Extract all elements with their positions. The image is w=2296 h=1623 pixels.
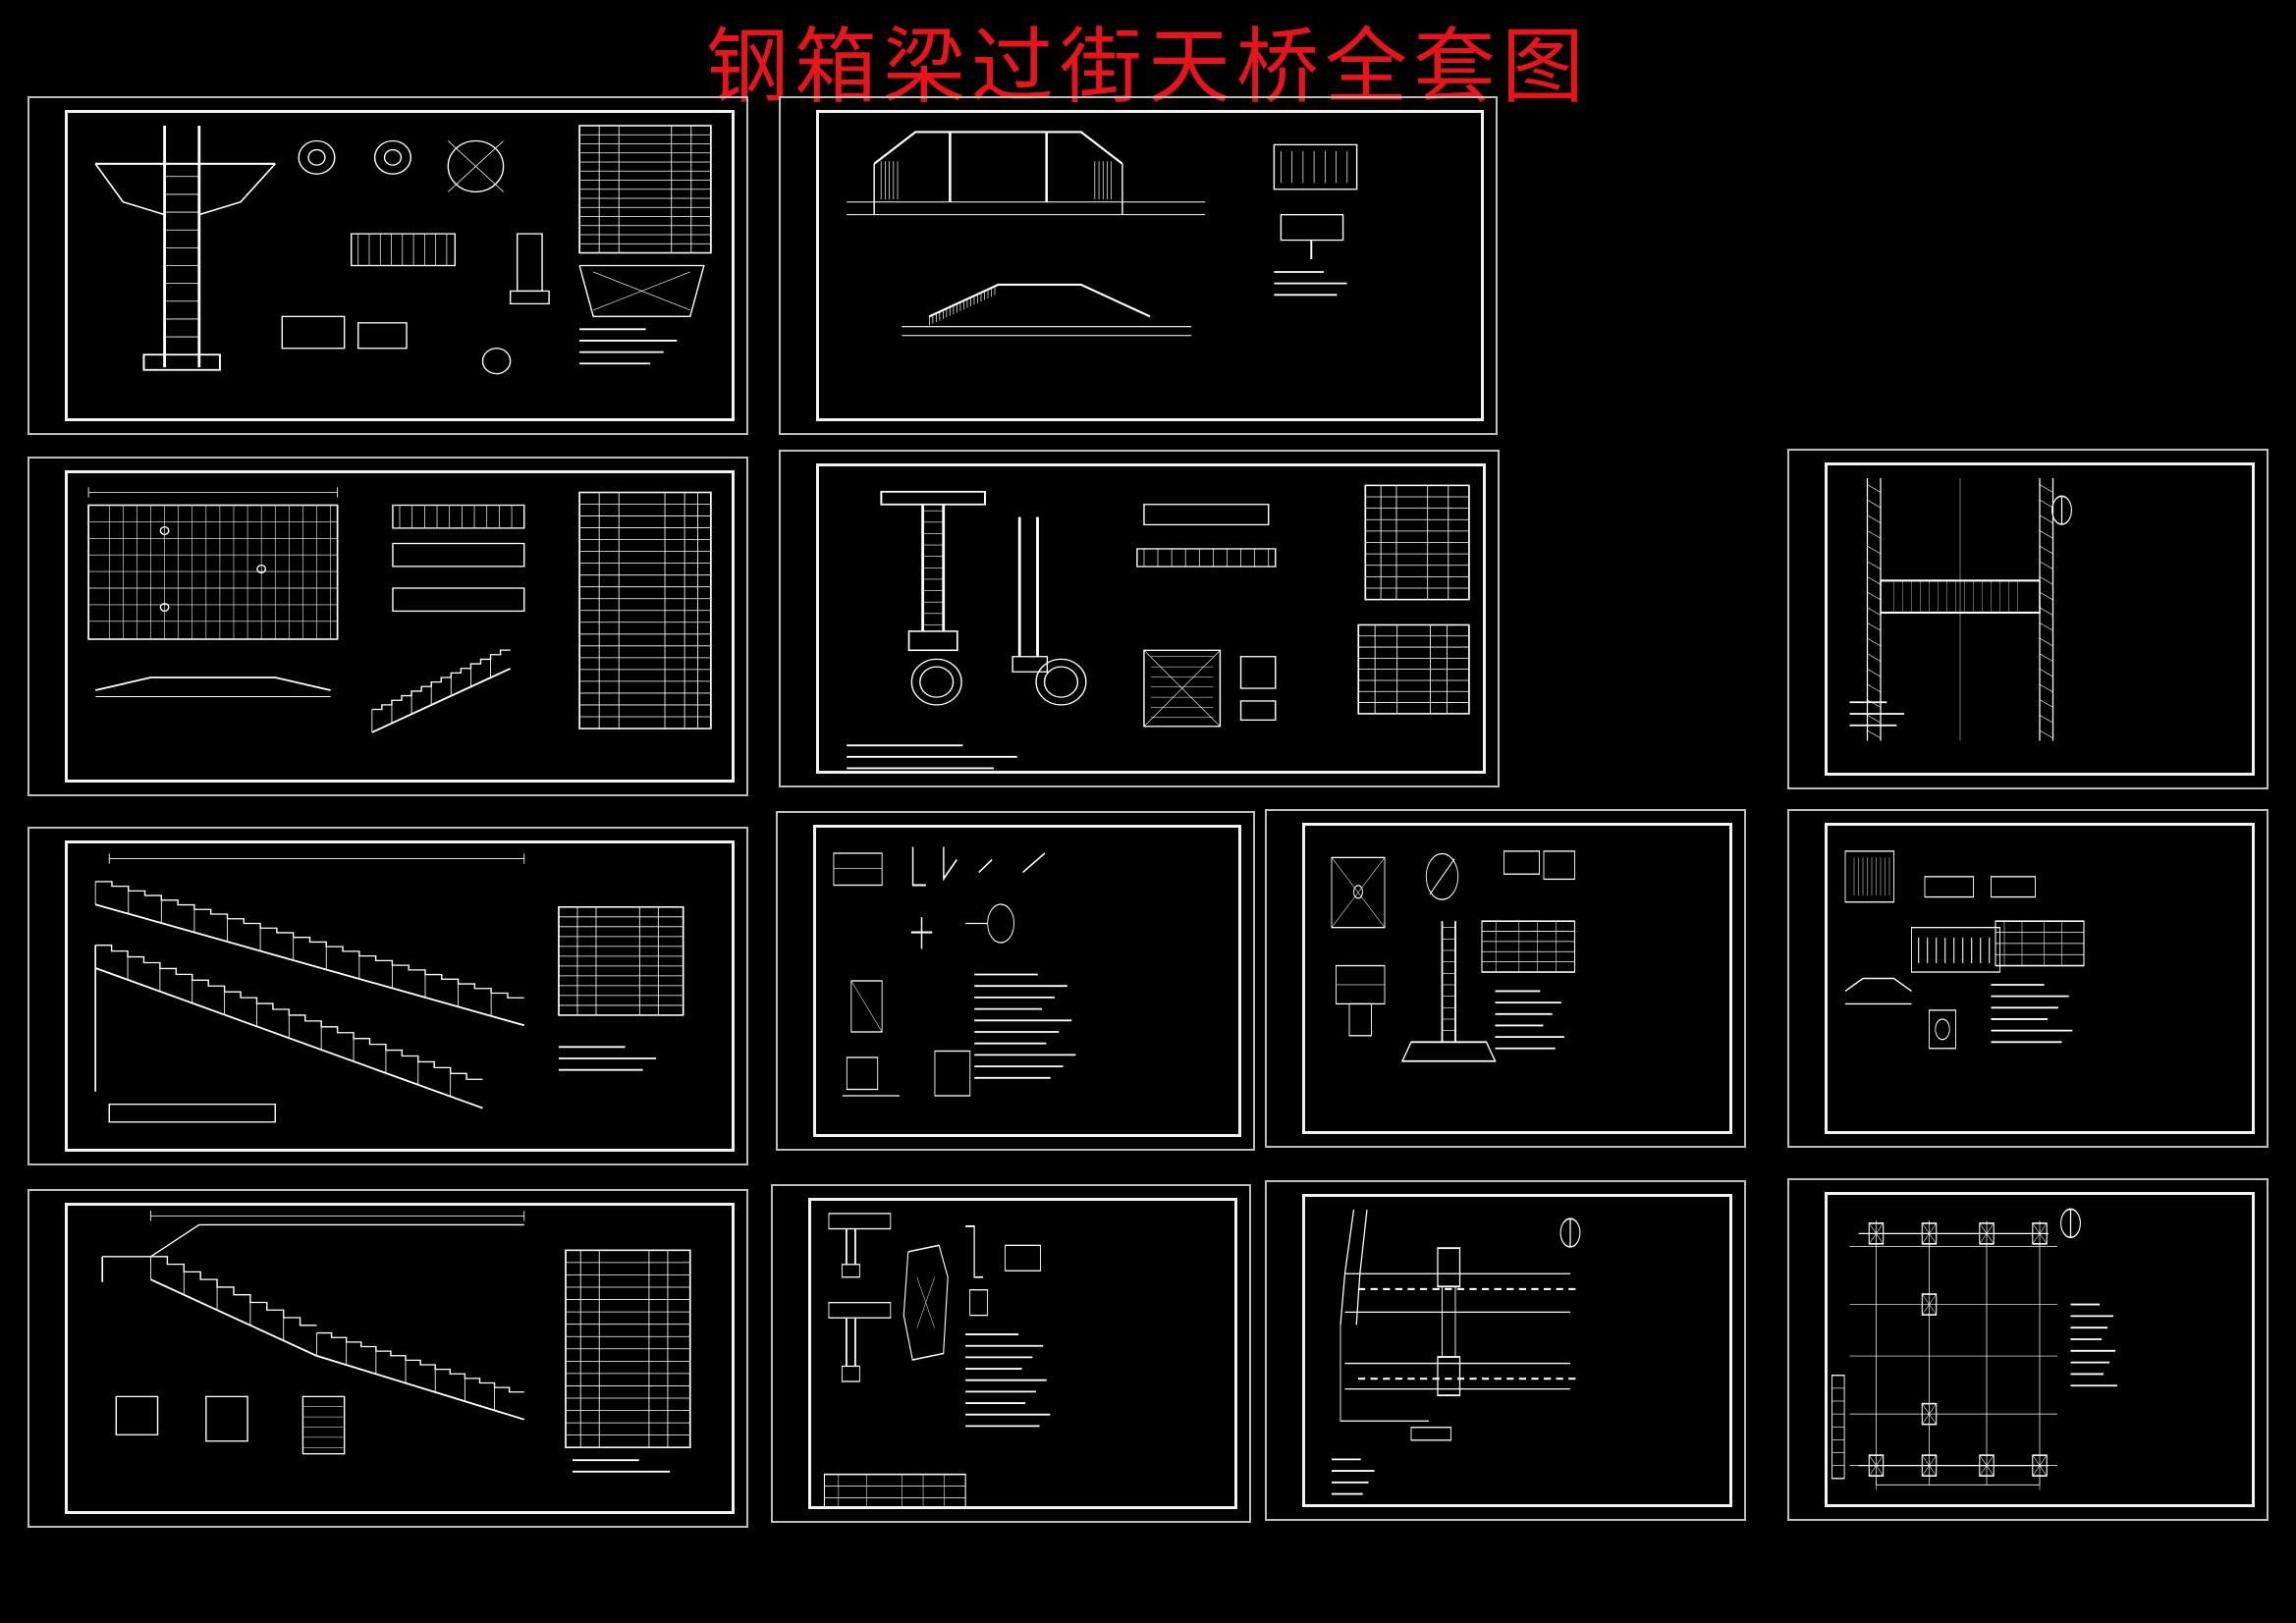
sheet-drawing (1844, 850, 2085, 1050)
sheet-foundation-details[interactable] (1265, 809, 1746, 1148)
sheet-inner-frame (65, 470, 735, 783)
sheet-drainage-details[interactable] (1787, 809, 2269, 1148)
sheet-railing-details[interactable] (771, 1184, 1251, 1523)
sheet-site-layout[interactable] (1265, 1180, 1746, 1521)
sheet-stair-elevation-2[interactable] (27, 1189, 748, 1528)
sheet-deck-plan[interactable] (27, 457, 748, 796)
sheet-inner-frame (1302, 1194, 1732, 1507)
sheet-drawing (1849, 478, 2072, 741)
sheet-elevation[interactable] (779, 96, 1498, 435)
sheet-inner-frame (1825, 462, 2255, 776)
sheet-inner-frame (1825, 1192, 2255, 1507)
sheet-column-details[interactable] (779, 450, 1500, 787)
sheet-drawing (1332, 1209, 1581, 1495)
sheet-pile-layout[interactable] (1787, 1178, 2269, 1521)
sheet-inner-frame (65, 110, 735, 421)
sheet-inner-frame (816, 463, 1486, 774)
sheet-inner-frame (65, 840, 735, 1152)
sheet-drawing (823, 1213, 1051, 1506)
sheet-drawing (847, 484, 1470, 770)
sheet-drawing (94, 853, 684, 1123)
sheet-drawing (833, 846, 1076, 1097)
sheet-drawing (1331, 850, 1576, 1062)
sheet-drawing (847, 131, 1358, 337)
sheet-pier-details[interactable] (27, 96, 748, 435)
sheet-stair-elevation-1[interactable] (27, 827, 748, 1165)
sheet-drawing (1831, 1208, 2118, 1490)
sheet-drawing (101, 1211, 691, 1473)
sheet-inner-frame (816, 110, 1484, 421)
sheet-inner-frame (1825, 823, 2255, 1134)
sheet-drawing (87, 487, 712, 733)
sheet-inner-frame (808, 1198, 1237, 1509)
sheet-inner-frame (1302, 823, 1732, 1134)
page-title: 钢箱梁过街天桥全套图 (705, 19, 1590, 115)
sheet-drawing (94, 125, 712, 375)
sheet-inner-frame (813, 825, 1241, 1137)
sheet-general-plan[interactable] (1787, 449, 2269, 789)
sheet-inner-frame (65, 1203, 735, 1514)
sheet-steel-node-details[interactable] (776, 811, 1255, 1151)
